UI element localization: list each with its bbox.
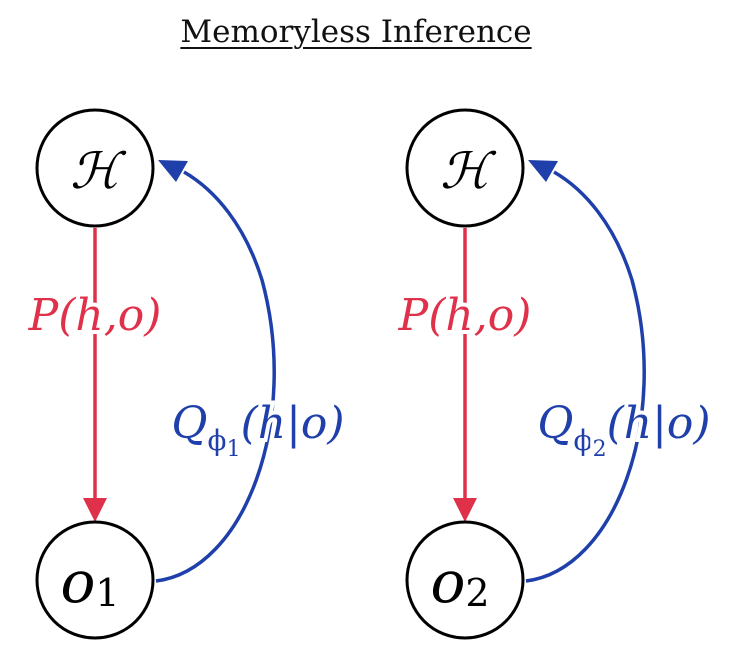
observation-node-1 — [35, 520, 155, 640]
inference-arc-1 — [155, 170, 276, 583]
inference-label-main-2: Q — [537, 398, 573, 449]
inference-label-index-2: 2 — [593, 437, 607, 462]
observation-node-main-2: o — [430, 548, 465, 616]
inference-label-phi-1: ϕ — [208, 424, 227, 457]
observation-node-sub-2: 2 — [465, 571, 489, 615]
inference-arc-2 — [525, 170, 646, 583]
inference-label-1: Qϕ1(h|o) — [171, 398, 344, 462]
observation-node-2 — [405, 520, 525, 640]
inference-arrowhead-2 — [528, 160, 558, 182]
inference-label-args-2: (h|o) — [607, 398, 711, 449]
generative-arrowhead-1 — [83, 498, 107, 522]
inference-label-args-1: (h|o) — [241, 398, 345, 449]
hidden-node-2 — [405, 108, 525, 228]
inference-label-main-1: Q — [171, 398, 207, 449]
inference-label-index-1: 1 — [227, 437, 241, 462]
panel-1: ℋ o1 P(h,o) Qϕ1(h|o) — [24, 108, 349, 640]
observation-node-label-1: o1 — [60, 548, 119, 616]
inference-label-2: Qϕ2(h|o) — [537, 398, 710, 462]
observation-node-sub-1: 1 — [95, 571, 119, 615]
generative-arrowhead-2 — [453, 498, 477, 522]
generative-label-1: P(h,o) — [28, 290, 162, 341]
observation-node-label-2: o2 — [430, 548, 489, 616]
inference-label-phi-2: ϕ — [574, 424, 593, 457]
diagram-title: Memoryless Inference — [180, 14, 532, 50]
inference-arrowhead-1 — [158, 160, 188, 182]
hidden-node-label-1: ℋ — [70, 142, 127, 200]
generative-label-2: P(h,o) — [398, 290, 532, 341]
panel-2: ℋ o2 P(h,o) Qϕ2(h|o) — [394, 108, 715, 640]
observation-node-main-1: o — [60, 548, 95, 616]
hidden-node-label-2: ℋ — [440, 142, 497, 200]
hidden-node-1 — [35, 108, 155, 228]
